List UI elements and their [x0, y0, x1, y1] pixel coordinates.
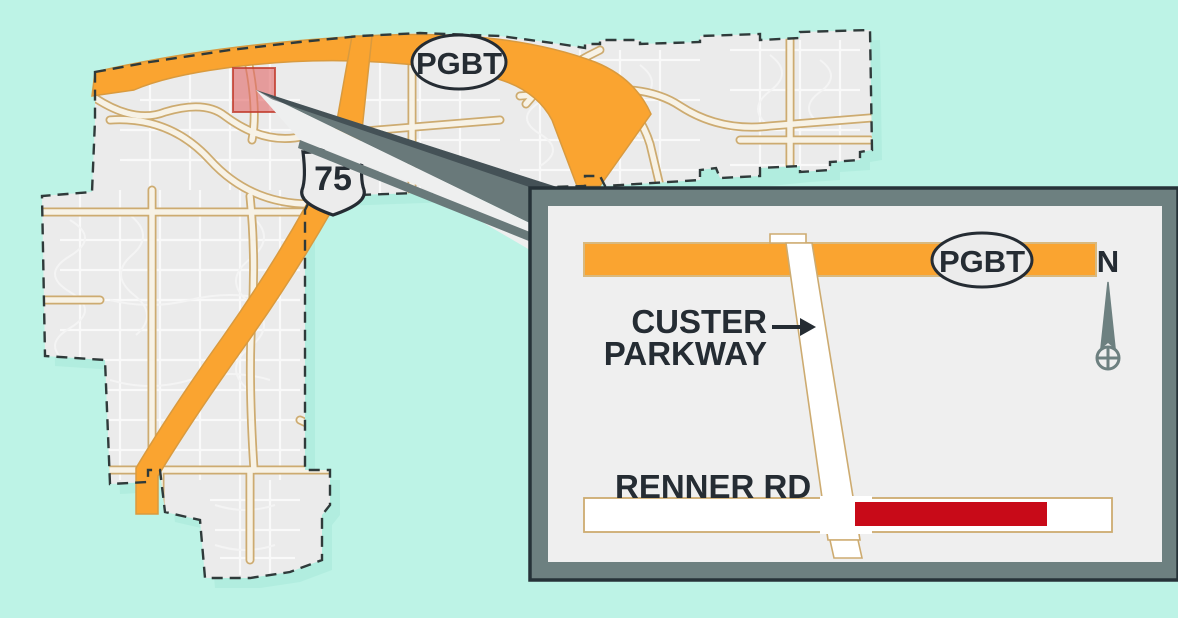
city-boundary [40, 28, 874, 580]
inset-pgbt-shield: PGBT [930, 231, 1034, 289]
pgbt-shield: PGBT [410, 33, 508, 91]
project-location-highlight[interactable] [232, 67, 276, 113]
custer-parkway-label-line2: PARKWAY [604, 335, 767, 372]
custer-label-arrow [772, 318, 816, 336]
pgbt-shield-label: PGBT [416, 46, 502, 81]
construction-segment [855, 502, 1047, 526]
inset-pgbt-shield-label: PGBT [939, 244, 1025, 279]
custer-parkway-road [769, 233, 863, 559]
renner-road-label: RENNER RD [615, 468, 811, 505]
compass-rose: N [1095, 244, 1121, 371]
pgbt-highway [91, 33, 652, 187]
callout-wedge [256, 90, 585, 252]
compass-north-label: N [1097, 244, 1119, 279]
custer-parkway-label-line1: CUSTER [631, 303, 767, 340]
